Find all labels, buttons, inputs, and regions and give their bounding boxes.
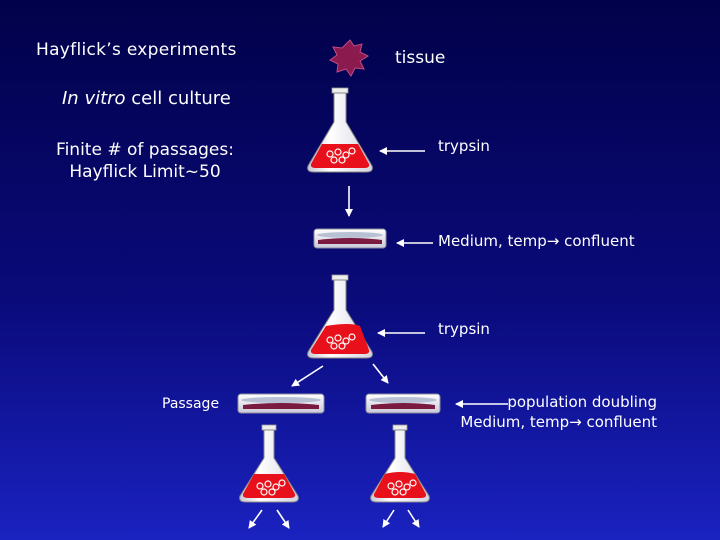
arrow-icon [291,365,324,387]
medium-label-1: Medium, temp→ confluent [438,232,635,250]
trypsin-label-2: trypsin [438,320,490,338]
arrows [248,147,508,529]
slide-title: Hayflick’s experiments [36,40,237,60]
flask-icon [307,274,373,359]
arrow-icon [372,363,389,384]
flask-icon [239,424,299,503]
petri-dish-icon [237,393,325,414]
petri-dish-icon [365,393,441,414]
arrow-icon [407,509,420,528]
subtitle: In vitro cell culture [62,88,231,110]
subtitle-rest: cell culture [125,88,231,109]
flask-icon [307,87,373,173]
trypsin-label-1: trypsin [438,137,490,155]
subtitle-italic: In vitro [62,88,126,109]
tissue-blob-icon [329,39,370,77]
medium-label-2: Medium, temp→ confluent [460,413,657,432]
arrow-icon [276,509,290,529]
arrow-icon [248,509,263,529]
population-doubling-line: population doubling [507,393,657,411]
passage-label: Passage [162,396,220,412]
hayflick-limit-line: Hayflick Limit~50 [69,162,221,183]
arrow-icon [382,509,395,528]
finite-passages-line: Finite # of passages: [56,140,234,160]
tissue-label: tissue [395,48,446,68]
flask-icon [370,424,430,503]
population-doubling-note: population doubling Medium, temp→ conflu… [455,392,657,433]
petri-dish-icon [313,228,387,249]
finite-passages-note: Finite # of passages: Hayflick Limit~50 [50,139,240,183]
